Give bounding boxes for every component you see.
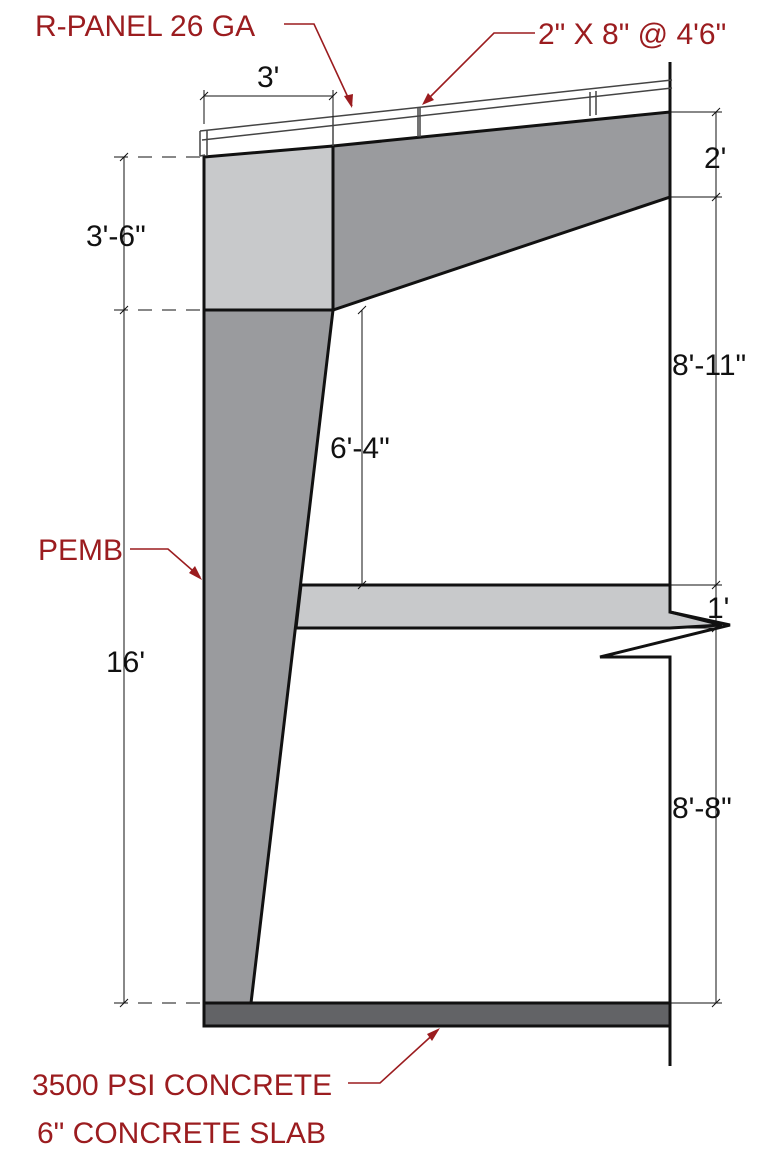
frame-callout: PEMB — [38, 534, 123, 567]
column-tapered — [202, 308, 335, 1005]
clear-to-beam-dimension: 6'-4" — [330, 432, 390, 465]
concrete-slab — [202, 1001, 672, 1028]
rafter-haunch — [202, 144, 335, 312]
callout-leaders — [130, 23, 535, 1084]
concrete-callout-line1: 3500 PSI CONCRETE — [32, 1069, 332, 1102]
callout-arrowheads — [189, 93, 440, 1041]
rafter-tapered — [331, 110, 672, 313]
right-wall-line — [599, 62, 731, 1066]
roof-panel — [199, 79, 673, 157]
eave-height-dimension: 16' — [106, 646, 145, 679]
concrete-callout-line2: 6" CONCRETE SLAB — [37, 1117, 326, 1150]
roof-panel-callout: R-PANEL 26 GA — [35, 10, 255, 43]
floor-beam — [294, 583, 723, 630]
beam-depth-dimension: 1' — [707, 592, 729, 625]
rafter-depth-right-dimension: 2' — [704, 142, 726, 175]
dimension-lines — [114, 90, 722, 1008]
lower-story-dimension: 8'-8" — [672, 792, 732, 825]
overhang-dimension: 3' — [257, 61, 279, 94]
rafter-depth-left-dimension: 3'-6" — [86, 220, 146, 253]
purlin-callout: 2" X 8" @ 4'6" — [538, 18, 726, 51]
upper-story-dimension: 8'-11" — [672, 349, 746, 382]
